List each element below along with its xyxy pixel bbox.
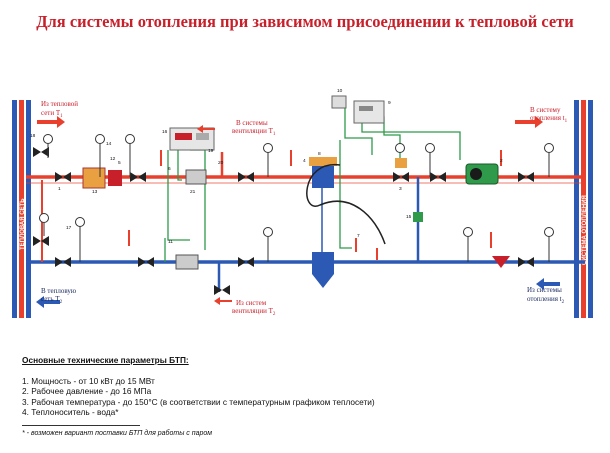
gauge-stems [43,144,550,262]
regulator-impulse-line [306,164,386,245]
label-heat-in-line1: Из системы [527,286,562,294]
label-supply-in-line1: Из тепловой [41,100,78,108]
label-heat-in-sub: 2 [562,300,565,305]
regulator-supply [309,157,337,188]
callout-6: 6 [168,166,171,172]
label-vent-bot-line1: Из систем [236,299,267,307]
callout-13: 13 [92,189,98,195]
arrow-vent-bot [214,297,232,305]
callout-3: 3 [399,186,402,192]
label-return-out-line2: сеть T [41,295,60,303]
callout-7: 7 [357,233,360,239]
regulator-return [312,252,334,288]
check-valve [413,212,423,222]
arrow-heat-out [515,116,543,128]
left-strip [12,100,31,318]
callout-1: 1 [58,186,61,192]
callout-14: 14 [106,141,112,147]
params-item-3: 3. Рабочая температура - до 150°С (в соо… [22,396,375,407]
label-heat-out-line2: отопления t [530,114,565,122]
right-strip [574,100,593,318]
callout-19: 19 [208,148,214,154]
callout-16: 16 [162,129,168,135]
label-vent-top-sub: 1 [273,132,276,137]
pressure-gauges [39,134,554,237]
svg-text:отопления t1: отопления t1 [530,114,568,124]
footnote: * - возможен вариант поставки БТП для ра… [22,430,213,437]
controller-box-left [169,127,215,151]
page-title: Для системы отопления при зависимом прис… [36,12,574,31]
three-way-valve [393,158,409,182]
arrow-heat-in [536,278,560,290]
label-vent-bot-line2: вентиляции T [232,307,274,315]
controller-box-right [331,95,385,124]
filter-return [492,256,510,268]
label-return-out-line1: В тепловую [41,287,76,295]
params-item-2: 2. Рабочее давление - до 16 МПа [22,386,152,397]
svg-text:вентиляции T1: вентиляции T1 [232,127,276,137]
params-item-1: 1. Мощность - от 10 кВт до 15 МВт [22,375,155,386]
callout-5: 5 [118,160,121,166]
valves [33,147,534,295]
heating-scheme-diagram: ТЕПЛОВАЯ СЕТЬ СИСТЕМА ОТОПЛЕНИЯ [12,88,593,318]
arrow-return-out [36,296,60,308]
svg-text:сеть T2: сеть T2 [41,295,63,305]
tech-params: Основные технические параметры БТП: 1. М… [22,355,375,418]
callout-8: 8 [318,151,321,157]
callout-20: 20 [218,160,224,166]
right-strip-label: СИСТЕМА ОТОПЛЕНИЯ [582,195,588,265]
label-heat-out-line1: В систему [530,106,561,114]
label-return-out-sub: 2 [60,300,63,305]
footnote-divider [22,425,140,426]
label-vent-top-line2: вентиляции T [232,127,274,135]
circulation-pump [465,163,499,185]
arrow-supply-in [37,116,65,128]
arrow-vent-top [197,125,215,133]
svg-text:отопления t2: отопления t2 [527,295,565,305]
left-strip-label: ТЕПЛОВАЯ СЕТЬ [20,198,26,250]
label-supply-in-sub: 1 [60,114,63,119]
heat-meter-supply [185,169,207,185]
callout-15: 15 [406,214,412,220]
callout-11: 11 [168,239,173,245]
callout-17: 17 [66,225,72,231]
callout-12: 12 [110,156,116,162]
callout-21: 21 [190,189,196,195]
thermometers [128,150,502,260]
filter-supply [82,167,122,189]
svg-text:сети T1: сети T1 [41,109,63,119]
callout-2: 2 [500,158,503,164]
heat-meter-return [175,254,199,270]
callout-18: 18 [30,133,36,139]
callout-10: 10 [337,88,343,94]
callout-numbers: 1 2 3 4 5 6 7 8 9 10 11 12 13 14 15 16 1… [30,88,503,245]
svg-text:вентиляции T2: вентиляции T2 [232,307,276,317]
label-supply-in-line2: сети T [41,109,61,117]
label-heat-out-sub: 1 [565,119,568,124]
params-item-4: 4. Теплоноситель - вода* [22,407,119,418]
params-heading: Основные технические параметры БТП: [22,355,189,365]
callout-9: 9 [388,100,391,106]
label-vent-bot-sub: 2 [273,312,276,317]
callout-4: 4 [303,158,306,164]
label-heat-in-line2: отопления t [527,295,562,303]
label-vent-top-line1: В системы [236,119,268,127]
